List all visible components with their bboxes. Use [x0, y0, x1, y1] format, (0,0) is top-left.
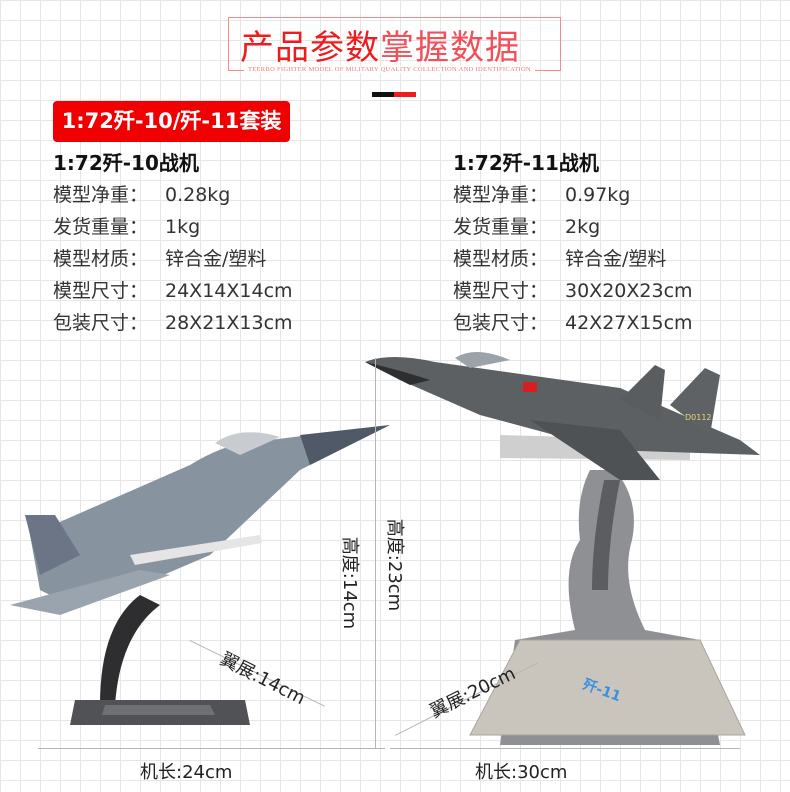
title-divider [372, 82, 416, 97]
spec-row: 模型材质：锌合金/塑料 [453, 248, 667, 270]
model-name: 1:72歼-10战机 [53, 151, 199, 175]
set-badge: 1:72歼-10/歼-11套装 [53, 101, 290, 142]
page-title: 产品参数掌握数据 [240, 28, 520, 68]
spec-row: 模型净重：0.97kg [453, 184, 631, 206]
length-guide-line-j11 [390, 748, 740, 749]
length-guide-line-j10 [38, 748, 385, 749]
spec-row: 包装尺寸：28X21X13cm [53, 312, 293, 334]
j10-model-image [10, 425, 390, 725]
page-subtitle: TEERBO FIGHTER MODEL OF MILITARY QUALITY… [244, 66, 535, 73]
j11-model-image: D0112 歼-11 [365, 351, 760, 745]
spec-row: 模型尺寸：30X20X23cm [453, 280, 693, 302]
spec-j10: 1:72歼-10战机 模型净重：0.28kg 发货重量：1kg 模型材质：锌合金… [53, 147, 293, 339]
j10-stand [100, 595, 160, 705]
j10-height-label: 高度:14cm [339, 536, 361, 630]
height-guide-line [375, 358, 376, 748]
svg-text:D0112: D0112 [685, 413, 712, 422]
spec-row: 模型材质：锌合金/塑料 [53, 248, 267, 270]
j11-length-label: 机长:30cm [475, 762, 568, 783]
spec-j11: 1:72歼-11战机 模型净重：0.97kg 发货重量：2kg 模型材质：锌合金… [453, 147, 693, 339]
model-name: 1:72歼-11战机 [453, 151, 599, 175]
spec-row: 发货重量：2kg [453, 216, 601, 238]
j10-length-label: 机长:24cm [140, 762, 233, 783]
j10-fuselage [30, 425, 390, 605]
j11-height-label: 高度:23cm [384, 518, 406, 612]
spec-row: 发货重量：1kg [53, 216, 201, 238]
spec-row: 模型尺寸：24X14X14cm [53, 280, 293, 302]
spec-row: 模型净重：0.28kg [53, 184, 231, 206]
j11-fuselage [365, 357, 760, 455]
spec-row: 包装尺寸：42X27X15cm [453, 312, 693, 334]
